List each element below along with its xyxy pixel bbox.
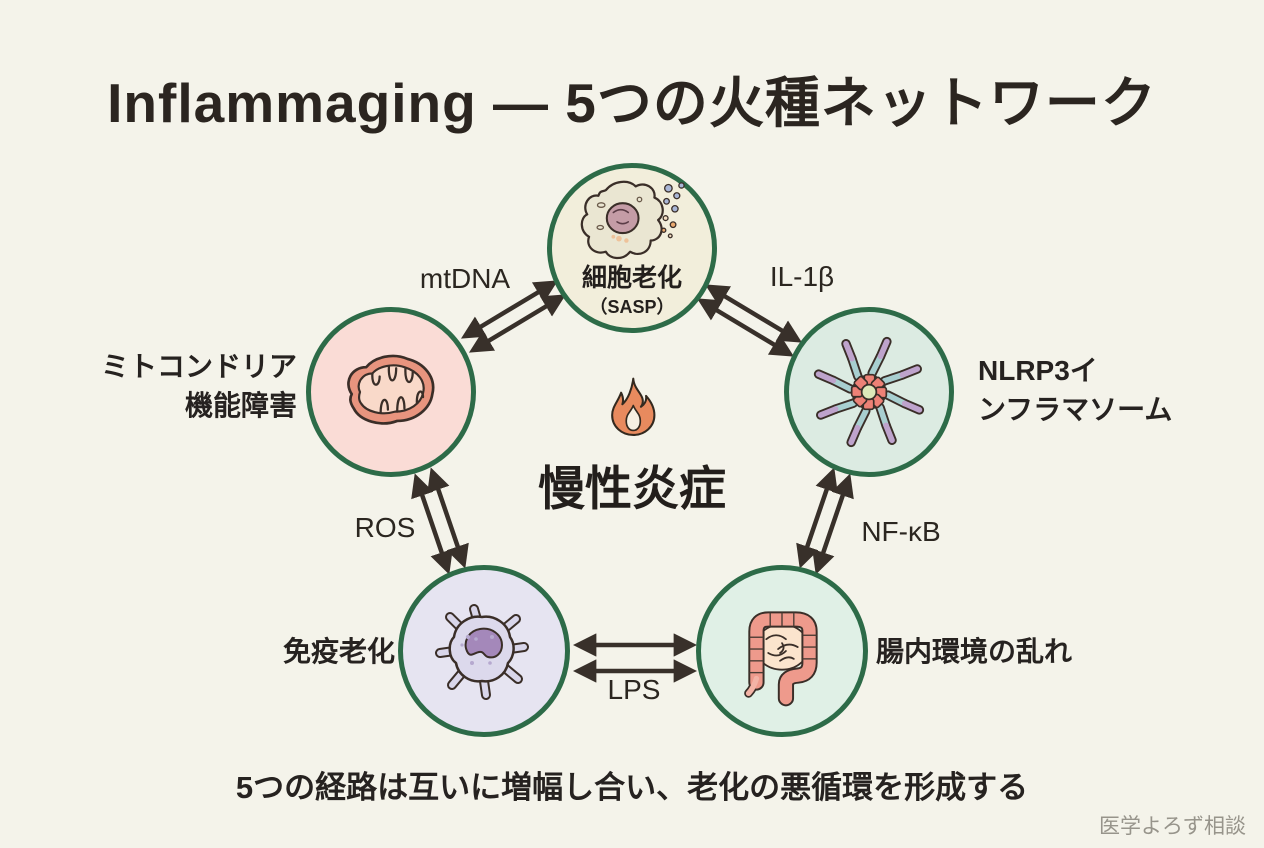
edge-nlrp3-gut-arrows xyxy=(796,467,854,575)
node-label-mitochondria-line2: 機能障害 xyxy=(184,389,297,421)
senescent-cell-icon xyxy=(580,180,685,260)
flame-icon xyxy=(611,377,656,436)
intestine-icon xyxy=(744,611,818,707)
edge-label-ros: ROS xyxy=(354,512,416,543)
watermark-credit: 医学よろず相談 xyxy=(1099,815,1246,838)
edge-label-mtdna: mtDNA xyxy=(419,263,511,294)
page-title: Inflammaging ― 5つの火種ネットワーク xyxy=(107,72,1157,134)
edge-gut-immune-arrows xyxy=(572,633,698,683)
bottom-caption: 5つの経路は互いに増幅し合い、老化の悪循環を形成する xyxy=(235,770,1029,805)
immune-cell-icon xyxy=(435,604,529,700)
mitochondria-icon xyxy=(347,354,435,425)
node-label-nlrp3: NLRP3イ ンフラマソーム xyxy=(978,352,1258,429)
node-label-mitochondria: ミトコンドリア 機能障害 xyxy=(0,348,297,425)
edge-label-lps: LPS xyxy=(607,674,661,705)
edge-senescence-nlrp3-arrows xyxy=(696,284,803,357)
node-nlrp3-inflammasome xyxy=(784,307,954,477)
node-label-nlrp3-line1: NLRP3イ xyxy=(978,355,1098,386)
node-mitochondrial-dysfunction xyxy=(306,307,476,477)
edge-label-nfkb: NF-κB xyxy=(861,516,941,547)
node-gut-dysbiosis xyxy=(696,565,868,737)
node-label-senescence: 細胞老化 xyxy=(581,264,682,293)
node-cellular-senescence: 細胞老化 （SASP） xyxy=(547,163,717,333)
center-label-chronic-inflammation: 慢性炎症 xyxy=(538,462,726,515)
node-label-mitochondria-line1: ミトコンドリア xyxy=(100,351,297,382)
node-label-nlrp3-line2: ンフラマソーム xyxy=(978,393,1173,425)
inflammasome-icon xyxy=(806,329,932,455)
node-label-immune: 免疫老化 xyxy=(282,636,395,667)
node-sublabel-sasp: （SASP） xyxy=(589,296,675,317)
node-label-gut: 腸内環境の乱れ xyxy=(876,636,1073,667)
edge-mitochondria-senescence-arrows xyxy=(460,280,567,353)
edge-immune-mitochondria-arrows xyxy=(411,467,469,575)
node-immune-aging xyxy=(398,565,570,737)
edge-label-il1b: IL-1β xyxy=(769,261,835,292)
